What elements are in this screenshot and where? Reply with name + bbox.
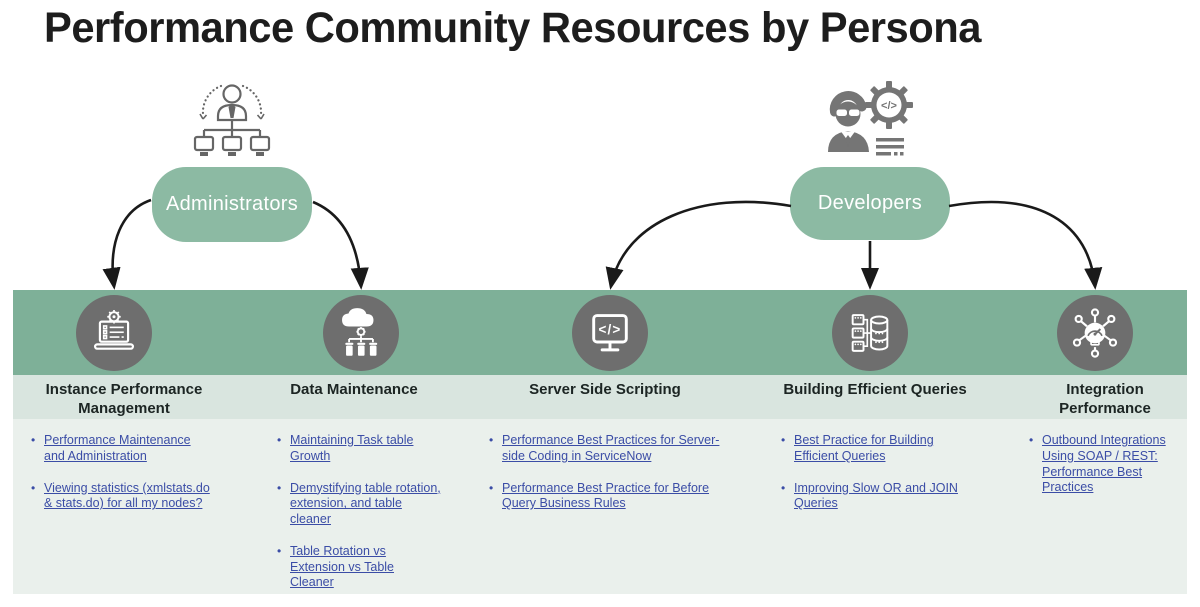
persona-pill-developers: Developers (790, 167, 950, 240)
arrow-admin-to-instance-performance (102, 198, 152, 290)
list-item: Table Rotation vs Extension vs Table Cle… (276, 544, 441, 591)
column-header-data-maintenance: Data Maintenance (290, 381, 418, 398)
laptop-gear-icon (93, 310, 135, 350)
page-title: Performance Community Resources by Perso… (44, 4, 981, 52)
link-before-query-business-rules[interactable]: Performance Best Practice for Before Que… (502, 480, 710, 511)
list-item: Best Practice for Building Efficient Que… (780, 433, 965, 465)
column-header-building-queries: Building Efficient Queries (783, 381, 967, 398)
list-item: Outbound Integrations Using SOAP / REST:… (1028, 433, 1178, 496)
link-performance-maintenance[interactable]: Performance Maintenance and Administrati… (44, 433, 191, 463)
category-circle-server-side-scripting: </> (572, 295, 648, 371)
category-circle-data-maintenance (323, 295, 399, 371)
category-header-strip (13, 375, 1187, 419)
link-server-side-coding[interactable]: Performance Best Practices for Server-si… (502, 433, 720, 463)
list-item: Demystifying table rotation, extension, … (276, 481, 441, 528)
list-item: Performance Best Practice for Before Que… (488, 481, 723, 513)
arrow-dev-to-integration-performance (948, 200, 1103, 290)
code-monitor-icon: </> (592, 314, 628, 352)
arrow-dev-to-server-side-scripting (605, 200, 792, 290)
database-query-icon (851, 314, 889, 352)
link-list-building-queries: Best Practice for Building Efficient Que… (780, 433, 965, 528)
list-item: Performance Maintenance and Administrati… (30, 433, 210, 465)
link-viewing-statistics[interactable]: Viewing statistics (xmlstats.do & stats.… (44, 480, 210, 511)
code-glyph: </> (881, 100, 897, 112)
persona-pill-administrators: Administrators (152, 167, 312, 242)
link-building-efficient-queries[interactable]: Best Practice for Building Efficient Que… (794, 433, 934, 463)
category-circle-building-queries (832, 295, 908, 371)
column-header-instance-performance: Instance Performance Management (45, 381, 203, 418)
link-list-server-side-scripting: Performance Best Practices for Server-si… (488, 433, 723, 528)
persona-label: Developers (817, 192, 923, 214)
link-table-rotation-vs-extension[interactable]: Table Rotation vs Extension vs Table Cle… (290, 543, 394, 590)
column-header-server-side-scripting: Server Side Scripting (529, 381, 681, 398)
list-item: Performance Best Practices for Server-si… (488, 433, 723, 465)
list-item: Improving Slow OR and JOIN Queries (780, 481, 965, 513)
code-glyph: </> (599, 322, 622, 337)
link-task-table-growth[interactable]: Maintaining Task table Growth (290, 433, 414, 463)
category-circle-instance-performance (76, 295, 152, 371)
developer-code-gear-icon: </> (828, 81, 913, 156)
list-item: Maintaining Task table Growth (276, 433, 441, 465)
list-item: Viewing statistics (xmlstats.do & stats.… (30, 481, 210, 513)
link-list-data-maintenance: Maintaining Task table Growth Demystifyi… (276, 433, 441, 607)
category-circle-integration-performance (1057, 295, 1133, 371)
org-chart-person-icon (193, 84, 271, 156)
link-outbound-integrations[interactable]: Outbound Integrations Using SOAP / REST:… (1042, 433, 1166, 495)
link-list-integration-performance: Outbound Integrations Using SOAP / REST:… (1028, 433, 1178, 512)
arrow-admin-to-data-maintenance (312, 200, 369, 290)
integration-hub-icon (1072, 308, 1118, 358)
column-header-integration-performance: Integration Performance (1059, 381, 1151, 418)
link-list-instance-performance: Performance Maintenance and Administrati… (30, 433, 210, 528)
cloud-database-icon (342, 308, 378, 356)
link-demystifying-table-rotation[interactable]: Demystifying table rotation, extension, … (290, 480, 441, 527)
link-improving-slow-or-join[interactable]: Improving Slow OR and JOIN Queries (794, 480, 958, 511)
persona-label: Administrators (165, 193, 298, 215)
